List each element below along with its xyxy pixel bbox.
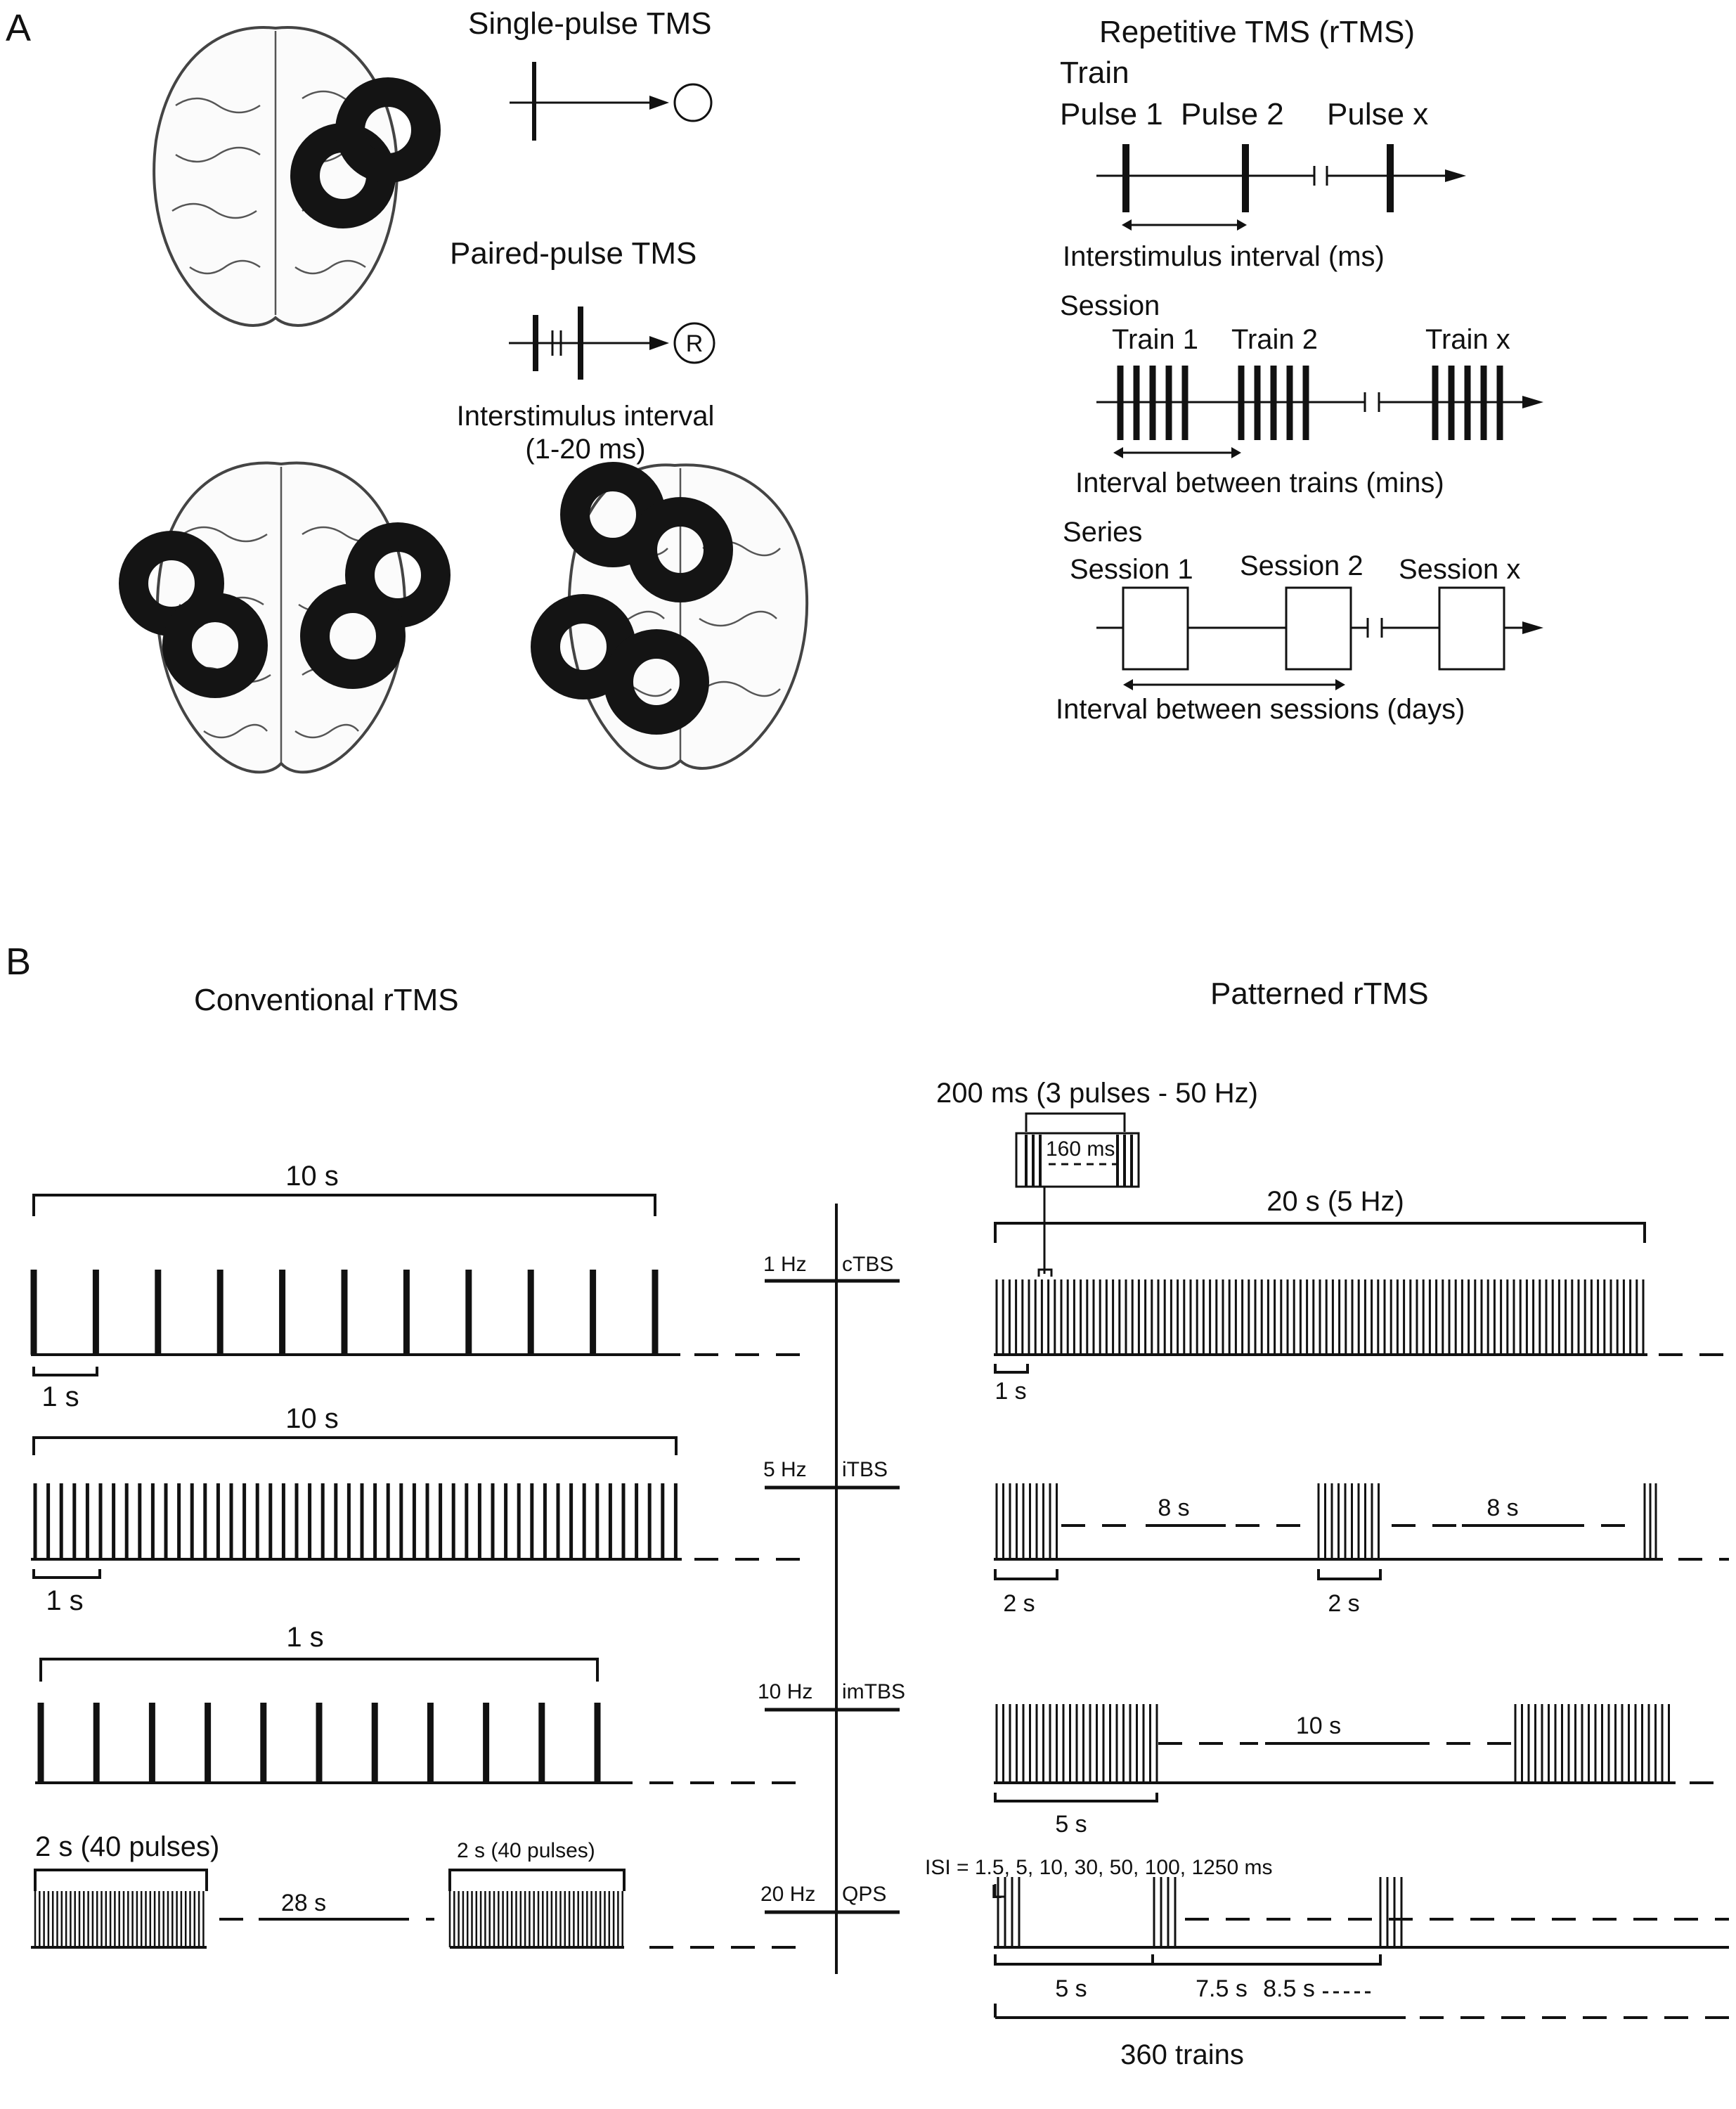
qps-train xyxy=(994,1877,1729,2019)
frequency-protocol-ladder xyxy=(765,1204,900,1974)
figure8-coil-right-icon xyxy=(300,522,451,689)
session-heading: Session xyxy=(1060,290,1160,321)
train1-label: Train 1 xyxy=(1112,324,1198,355)
figure8-coil-lower-icon xyxy=(531,594,709,735)
conv1-bottom-label: 1 s xyxy=(41,1381,79,1412)
single-pulse-title: Single-pulse TMS xyxy=(468,6,711,41)
session-schematic xyxy=(1096,366,1543,458)
qps-75s-label: 7.5 s xyxy=(1196,1975,1248,2002)
itbs-train xyxy=(994,1483,1729,1580)
paired-pulse-title: Paired-pulse TMS xyxy=(450,236,697,271)
conv4-top-left-label: 2 s (40 pulses) xyxy=(35,1831,219,1862)
ladder-protocol-qps: QPS xyxy=(842,1883,886,1906)
single-pulse-schematic xyxy=(510,62,713,141)
panel-a-letter: A xyxy=(6,7,31,49)
figure8-coil-upper-icon xyxy=(560,462,733,602)
conventional-5hz-train xyxy=(31,1436,805,1579)
rtms-title: Repetitive TMS (rTMS) xyxy=(1099,15,1415,49)
response-label: R xyxy=(686,330,704,357)
brain-illustration-bilateral xyxy=(119,461,451,774)
burst-label: 200 ms (3 pulses - 50 Hz) xyxy=(936,1078,1258,1109)
pulse1-label: Pulse 1 xyxy=(1060,97,1163,131)
burst-inset xyxy=(1015,1112,1140,1277)
itbs-gap1-label: 8 s xyxy=(1158,1495,1189,1521)
ladder-freq-5hz: 5 Hz xyxy=(763,1458,807,1481)
paired-interval-line1: Interstimulus interval xyxy=(457,401,715,432)
session2-label: Session 2 xyxy=(1240,550,1363,581)
ladder-protocol-itbs: iTBS xyxy=(842,1458,888,1481)
itbs-gap2-label: 8 s xyxy=(1486,1495,1518,1521)
conv4-gap-label: 28 s xyxy=(281,1890,326,1916)
train-schematic xyxy=(1096,144,1466,231)
imtbs-gap-label: 10 s xyxy=(1296,1713,1341,1739)
series-schematic xyxy=(1096,586,1543,690)
qps-isi-label: ISI = 1.5, 5, 10, 30, 50, 100, 1250 ms xyxy=(925,1856,1273,1879)
sessionx-label: Session x xyxy=(1399,554,1520,585)
session1-label: Session 1 xyxy=(1070,554,1193,585)
itbs-train1-label: 2 s xyxy=(1003,1590,1035,1617)
brain-illustration-unilateral xyxy=(531,462,809,770)
ctbs-train xyxy=(994,1222,1729,1374)
conv1-top-label: 10 s xyxy=(285,1161,339,1192)
qps-marker-label: L xyxy=(991,1881,1002,1902)
figure8-coil-icon xyxy=(290,77,441,228)
train2-label: Train 2 xyxy=(1231,324,1318,355)
qps-85s-label: 8.5 s xyxy=(1263,1975,1315,2002)
ctbs-bottom-label: 1 s xyxy=(995,1378,1026,1405)
trainx-label: Train x xyxy=(1425,324,1510,355)
pulse2-label: Pulse 2 xyxy=(1181,97,1284,131)
conventional-10hz-train xyxy=(35,1658,805,1784)
isi-label: Interstimulus interval (ms) xyxy=(1063,241,1385,272)
conventional-title: Conventional rTMS xyxy=(194,983,459,1017)
imtbs-train xyxy=(994,1704,1729,1802)
series-heading: Series xyxy=(1063,517,1142,548)
imtbs-train-label: 5 s xyxy=(1055,1811,1087,1838)
paired-pulse-schematic xyxy=(509,307,715,380)
pulsex-label: Pulse x xyxy=(1327,97,1428,131)
conv4-top-right-label: 2 s (40 pulses) xyxy=(457,1839,595,1862)
train-heading: Train xyxy=(1060,56,1129,90)
ladder-protocol-ctbs: cTBS xyxy=(842,1253,893,1276)
ladder-freq-20hz: 20 Hz xyxy=(760,1883,815,1906)
conventional-1hz-train xyxy=(30,1194,805,1376)
panel-b-letter: B xyxy=(6,941,31,983)
sessions-interval-label: Interval between sessions (days) xyxy=(1056,694,1465,725)
qps-5s-label: 5 s xyxy=(1055,1975,1087,2002)
ladder-protocol-imtbs: imTBS xyxy=(842,1680,905,1703)
burst-inner-label: 160 ms xyxy=(1046,1137,1115,1161)
conventional-20hz-train xyxy=(31,1869,805,1949)
itbs-train2-label: 2 s xyxy=(1328,1590,1359,1617)
ladder-freq-1hz: 1 Hz xyxy=(763,1253,807,1276)
paired-interval-line2: (1-20 ms) xyxy=(525,434,645,465)
qps-total-label: 360 trains xyxy=(1120,2039,1244,2070)
patterned-title: Patterned rTMS xyxy=(1210,976,1429,1011)
ladder-freq-10hz: 10 Hz xyxy=(758,1680,812,1703)
figure8-coil-left-icon xyxy=(119,531,268,698)
ctbs-top-label: 20 s (5 Hz) xyxy=(1267,1186,1404,1217)
conv2-bottom-label: 1 s xyxy=(46,1585,83,1616)
conv3-top-label: 1 s xyxy=(286,1622,323,1653)
brain-illustration-top xyxy=(153,26,441,327)
conv2-top-label: 10 s xyxy=(285,1403,339,1434)
trains-interval-label: Interval between trains (mins) xyxy=(1075,467,1444,498)
